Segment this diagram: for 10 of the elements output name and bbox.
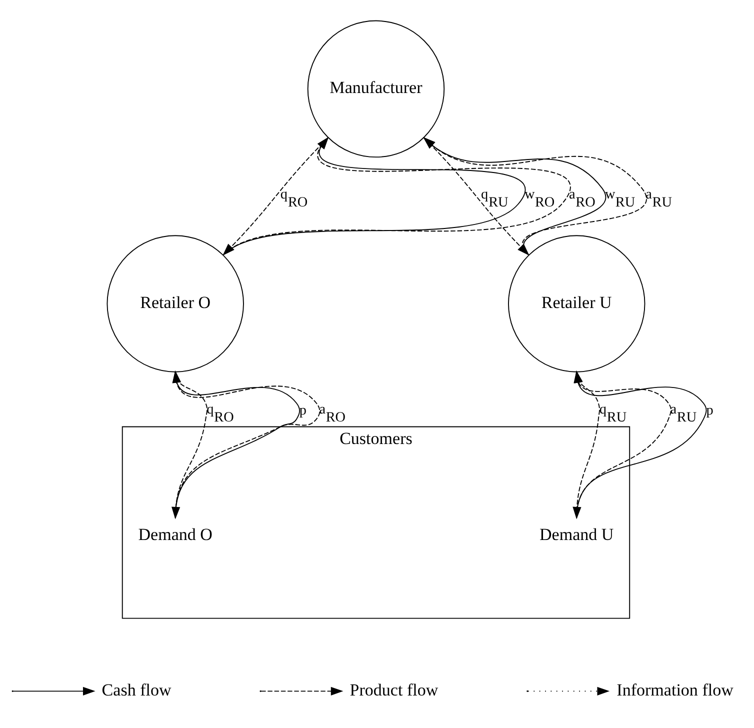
node-circle: Retailer O [106,234,244,372]
node-circle: Manufacturer [307,20,445,158]
legend-label: Cash flow [102,680,172,699]
legend-label: Product flow [350,680,438,699]
node-text: Demand U [540,524,614,544]
legend-label: Information flow [616,680,734,699]
node-text: Demand O [138,524,212,544]
edge-label: p [299,402,306,418]
node-circle: Retailer U [508,234,646,372]
edge-label: p [706,402,714,418]
